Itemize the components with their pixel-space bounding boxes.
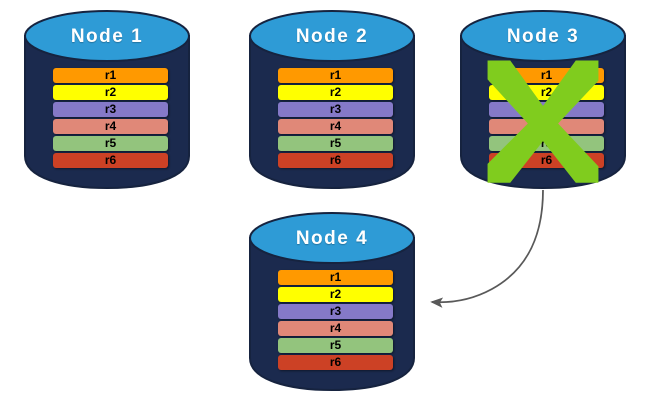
row-list: r1 r2 r3 r4 r5 r6 xyxy=(278,68,393,170)
row-bar: r1 xyxy=(489,68,604,83)
row-bar: r3 xyxy=(278,102,393,117)
row-bar: r4 xyxy=(53,119,168,134)
row-bar: r2 xyxy=(53,85,168,100)
row-bar: r3 xyxy=(278,304,393,319)
row-bar: r5 xyxy=(278,338,393,353)
row-bar: r3 xyxy=(53,102,168,117)
row-list: r1 r2 r3 r4 r5 r6 xyxy=(278,270,393,372)
row-bar: r2 xyxy=(489,85,604,100)
row-bar: r4 xyxy=(278,321,393,336)
row-bar: r1 xyxy=(53,68,168,83)
row-bar: r6 xyxy=(489,153,604,168)
row-list: r1 r2 r3 r4 r5 r6 xyxy=(489,68,604,170)
row-bar: r1 xyxy=(278,68,393,83)
row-bar: r2 xyxy=(278,85,393,100)
row-bar: r3 xyxy=(489,102,604,117)
row-bar: r6 xyxy=(278,355,393,370)
row-bar: r6 xyxy=(278,153,393,168)
row-bar: r5 xyxy=(278,136,393,151)
row-bar: r1 xyxy=(278,270,393,285)
row-bar: r4 xyxy=(278,119,393,134)
row-bar: r4 xyxy=(489,119,604,134)
row-bar: r2 xyxy=(278,287,393,302)
row-list: r1 r2 r3 r4 r5 r6 xyxy=(53,68,168,170)
row-bar: r5 xyxy=(489,136,604,151)
row-bar: r5 xyxy=(53,136,168,151)
row-bar: r6 xyxy=(53,153,168,168)
